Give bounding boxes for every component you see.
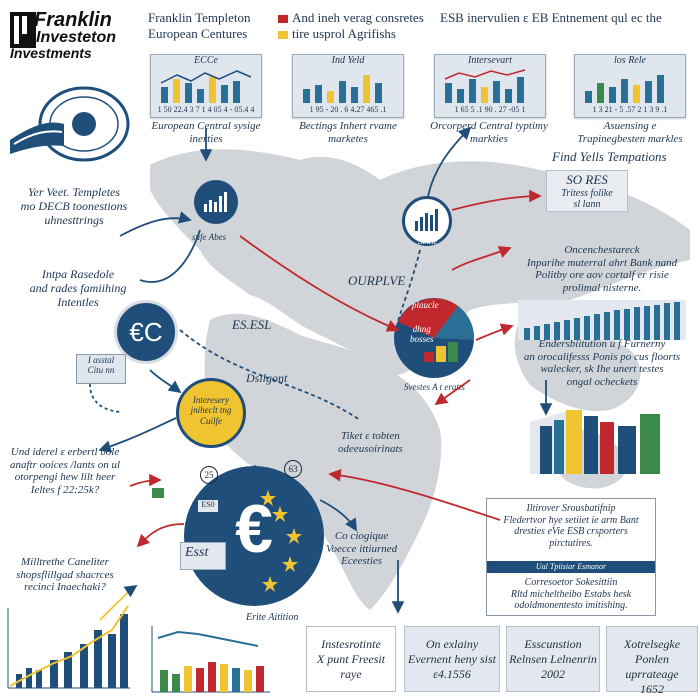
stat-box-2-label: On exlainy Evernent heny sist <box>408 637 496 666</box>
eu-stars-icon <box>260 490 302 592</box>
mini-chart-2: Ind Yeld 1 95 - 20 . 6 4.27 465 .1 <box>292 54 404 118</box>
right-box-text-1: Iltirover Srousbatifnip Fledertvor hye s… <box>503 503 639 549</box>
euro-tag-box: ES0 <box>198 500 218 512</box>
mini-chart-footer: 1 65 5 .1 90 . 27 -05 1 <box>454 105 526 114</box>
yellow-info-circle: Interesery jniheclt tng Cuilfe <box>176 378 246 448</box>
stat-box-4-value: 1652 <box>640 682 664 696</box>
mini-chart-4: los Rele 1 3 21 - 5 .57 2 1 3 9 .1 <box>574 54 686 118</box>
chart-circle-icon-2 <box>402 196 452 246</box>
bar-chart-icon <box>415 209 438 231</box>
icon-1-label: sufe Abes <box>192 232 227 242</box>
header-left-2: European Centures <box>148 26 248 41</box>
mini-chart-2-caption: Bectings Inhert rvame marketes <box>299 120 397 145</box>
ec-currency-circle: €C <box>114 300 178 364</box>
mini-chart-4-caption: Asuensing e Trapinegbesten markles <box>577 120 683 145</box>
left-note-2: Intpa Rasedole and rades famiihing Inten… <box>29 267 127 309</box>
left-note-1: Yer Veet. Templetes mo DECB toonestions … <box>20 185 128 227</box>
key-emblem-icon <box>10 12 36 48</box>
bottom-left-note: Milltrethe Caneliter shopsflillgad shacr… <box>16 556 114 594</box>
mini-chart-3-caption: Orcorperd Central typtimy markties <box>430 120 548 145</box>
mini-chart-1: ECCe 1 50 22.4 3 7 1 4 05 4 - 05.4 4 <box>150 54 262 118</box>
stat-box-4: Xotrelsegke Ponlen uprrateage 1652 <box>606 626 698 696</box>
stat-box-3-label: Esscunstion Relnsen Lelnenrin <box>509 637 597 666</box>
pie-mid-label: dhng bosses <box>410 324 434 345</box>
so-res-title: SO RES <box>566 172 608 187</box>
mini-chart-title: Intersevart <box>468 55 512 66</box>
stat-box-1-label: Instesrotinte X punt Freesit <box>316 637 386 666</box>
pie-top-label: plaucle <box>412 300 439 310</box>
mini-chart-title: Ind Yeld <box>331 55 365 66</box>
header-legend-2: tire usprol Agrifishs <box>272 26 396 42</box>
find-yields-label: Find Yells Tempations <box>552 149 667 164</box>
euro-symbol: € <box>235 491 273 567</box>
header-legend-3: ESB inervulien ε EB Entnement qul ec the <box>440 10 662 25</box>
legend-gold-swatch <box>278 31 288 40</box>
pie-bottom-label: Svestes A t eratts <box>404 382 465 392</box>
tiket-label: Tiket ε tobten odeeusoirinats <box>338 430 403 455</box>
so-res-box: SO RES Tritess folike sl lann <box>546 170 628 212</box>
mini-chart-title: ECCe <box>194 55 218 66</box>
mini-chart-title: los Rele <box>614 55 646 66</box>
so-res-text: Tritess folike sl lann <box>561 187 613 211</box>
small-info-text: I asstal Citu nn <box>87 355 115 376</box>
ourplve-label: OURPLVE <box>348 273 406 288</box>
cologue-label: Co ciogique Voecce ittiurned Eceesties <box>326 530 398 568</box>
stat-box-1: Instesrotinte X punt Freesit raye <box>306 626 396 692</box>
es-esl-label: ES.ESL <box>232 317 272 332</box>
right-box-text-2: Corresoetor Sokesittiin Rltd micheltheib… <box>510 577 632 611</box>
stat-box-3: Esscunstion Relnsen Lelnenrin 2002 <box>506 626 600 692</box>
stat-box-2-value: ε4.1556 <box>433 667 471 681</box>
euro-globe: € <box>184 466 324 606</box>
header-legend-1: And ineh verag consretes <box>272 10 424 26</box>
logo-line-3: Investments <box>10 45 92 61</box>
yellow-circle-text: Interesery jniheclt tng Cuilfe <box>190 395 232 426</box>
ec-symbol: €C <box>129 317 163 347</box>
euro-tag: ES0 <box>201 500 215 509</box>
logo-line-1: Franklin <box>34 9 112 31</box>
east-label: Esst <box>185 545 209 560</box>
seal-emblem-icon <box>10 86 130 162</box>
logo-line-2: Investeton <box>36 29 117 46</box>
legend-1-text: And ineh verag consretes <box>292 10 424 25</box>
franklin-logo: Franklin Investeton Investments <box>6 8 136 60</box>
right-note-2: Endersbiitution u f Furnerny an orocalif… <box>523 338 681 388</box>
right-box-band-text: Ual Tpiisiar Esmanor <box>535 562 607 571</box>
east-box: Esst <box>180 542 226 570</box>
icon-2-label: Scine <box>418 236 438 246</box>
number-badge-2: 63 <box>284 460 302 478</box>
bottom-center-label: Erite Aitition <box>246 612 299 623</box>
mini-bars <box>303 75 382 103</box>
stat-box-3-value: 2002 <box>541 667 565 681</box>
number-badge-1: 25 <box>200 466 218 484</box>
mini-bars <box>444 69 526 103</box>
mini-chart-footer: 1 50 22.4 3 7 1 4 05 4 - 05.4 4 <box>157 105 255 114</box>
stat-box-1-value: raye <box>340 667 362 681</box>
bottom-center-chart <box>151 626 270 693</box>
right-note-1: Oncenchestareck Inparihe muterral ahrt B… <box>526 244 678 294</box>
left-note-3: Und iderel ε erbertl bole anaftr ooices … <box>10 446 120 496</box>
stat-box-2: On exlainy Evernent heny sist ε4.1556 <box>404 626 500 692</box>
header-left-1: Franklin Templeton <box>148 10 251 25</box>
bottom-left-chart <box>7 605 130 689</box>
number-badge-2-text: 63 <box>288 464 298 474</box>
legend-2-text: tire usprol Agrifishs <box>292 26 396 41</box>
right-box-band: Ual Tpiisiar Esmanor <box>487 561 655 573</box>
dsilgont-label: Dsilgont <box>246 371 288 385</box>
green-marker <box>152 488 164 498</box>
number-badge-1-text: 25 <box>204 470 214 480</box>
mini-chart-1-caption: European Central sysige inerties <box>151 120 261 145</box>
mini-chart-footer: 1 95 - 20 . 6 4.27 465 .1 <box>309 105 387 114</box>
mini-chart-footer: 1 3 21 - 5 .57 2 1 3 9 .1 <box>592 105 668 114</box>
mini-bars <box>585 75 664 103</box>
right-bar-chart <box>518 300 686 340</box>
legend-red-swatch <box>278 15 288 24</box>
mini-chart-3: Intersevart 1 65 5 .1 90 . 27 -05 1 <box>434 54 546 118</box>
right-info-box: Iltirover Srousbatifnip Fledertvor hye s… <box>486 498 656 616</box>
stacked-books-chart <box>530 410 660 474</box>
small-info-box: I asstal Citu nn <box>76 354 126 384</box>
bar-chart-icon <box>204 192 227 212</box>
chart-circle-icon-1 <box>194 180 238 224</box>
mini-bars <box>160 70 252 103</box>
stat-box-4-label: Xotrelsegke Ponlen uprrateage <box>623 637 681 681</box>
